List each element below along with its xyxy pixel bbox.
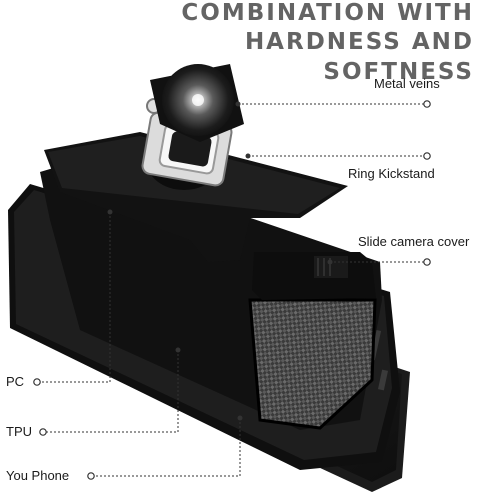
you-phone-leader — [94, 418, 241, 477]
callout-rings — [33, 100, 431, 480]
pc-leader — [40, 212, 111, 383]
metal-disc — [150, 64, 244, 142]
headline-line-2: HARDNESS AND SOFTNESS — [244, 29, 474, 85]
slide-camera-cover — [252, 252, 376, 300]
headline: COMBINATION WITH HARDNESS AND SOFTNESS — [124, 0, 474, 87]
label-ring-kickstand: Ring Kickstand — [348, 166, 435, 181]
label-pc: PC — [6, 374, 25, 389]
label-slide-camera-cover: Slide camera cover — [358, 234, 470, 249]
label-you-phone: You Phone — [6, 468, 70, 483]
pc-layer — [40, 160, 382, 430]
label-tpu: TPU — [6, 424, 32, 439]
callout-lines — [40, 103, 424, 477]
label-metal-veins: Metal veins — [374, 76, 440, 91]
tpu-leader — [46, 350, 179, 433]
callout-dots — [107, 101, 333, 421]
headline-line-1: COMBINATION WITH — [181, 0, 474, 26]
